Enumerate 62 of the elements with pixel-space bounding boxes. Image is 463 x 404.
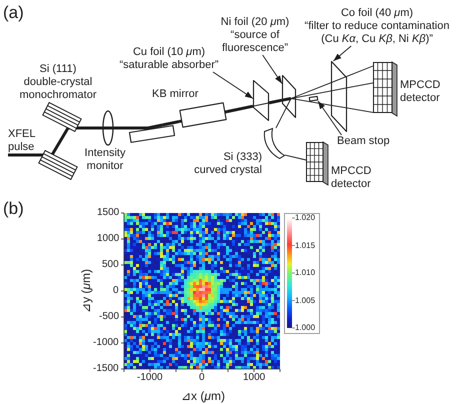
foil-plate [331,61,347,132]
part-label: Beam stop [337,135,390,148]
part-label: Si (333) curved crystal [193,151,262,177]
axis-title: ⊿x (μm) [181,389,225,403]
foil-plate [282,75,296,118]
annotation-text: “filter to reduce contamination (Cu Kα, Cu Kβ, Ni Kβ)” [304,20,450,46]
tick-label: 1.000 [295,323,316,333]
ray-line [296,98,332,106]
tick-label: -1500 [93,363,119,375]
tick-label: 0 [113,285,119,297]
annotation-text: “source of fluorescence” [220,29,290,55]
part-label: Cu foil (10 μm) [132,46,206,59]
detector-grid-icon [373,62,398,117]
part-label: Intensity monitor [84,147,126,173]
part-label: Si (111) double-crystal monochromator [18,63,98,102]
part-label: Co foil (40 μm) [340,7,414,20]
part-label: Ni foil (20 μm) [220,16,290,29]
beam-line [226,104,254,114]
part-label: XFEL pulse [8,128,36,154]
tick-label: -1000 [137,372,163,384]
leader-arrow [332,46,352,62]
tick-label: -1000 [93,337,119,349]
part-label: MPCCD detector [400,79,442,105]
tick-label: 1.010 [295,268,316,278]
leader-arrow [318,100,342,136]
tick-label: -500 [99,311,120,323]
tick-label: 1.020 [295,213,316,223]
ray-line [276,116,282,128]
beam-line [114,126,129,130]
panel-label: (b) [3,199,24,219]
tick-label: 500 [102,259,119,271]
beam-line [8,154,38,156]
part-label: MPCCD detector [331,165,372,191]
ray-line [296,82,332,97]
ray-line [284,154,306,160]
mirror-plate [179,102,227,128]
tick-label: 1000 [97,233,120,245]
axis-title: ⊿y (μm) [78,269,93,313]
beam-line [162,120,180,126]
ray-line [346,108,374,113]
beam-line [82,126,102,130]
tick-label: 1000 [243,372,266,384]
beam-line [268,98,282,104]
ray-line [346,66,374,77]
tick-label: 1500 [97,207,120,219]
tick-label: 0 [199,372,205,384]
foil-plate [253,80,269,121]
annotation-text: “saturable absorber” [119,59,219,72]
crystal-pair-icon [38,102,82,180]
ray-line [296,90,332,98]
part-label: KB mirror [152,88,198,101]
ellipse-icon [102,110,114,146]
beam-stop-block [308,96,318,101]
mirror-plate [129,125,175,143]
panel-label: (a) [3,3,24,23]
detector-grid-icon [306,142,329,186]
tick-label: 1.015 [295,240,316,250]
leader-arrow [212,72,254,99]
curved-crystal-icon [264,128,285,159]
leader-arrow [262,54,282,84]
tick-label: 1.005 [295,296,316,306]
ray-line [346,82,374,88]
